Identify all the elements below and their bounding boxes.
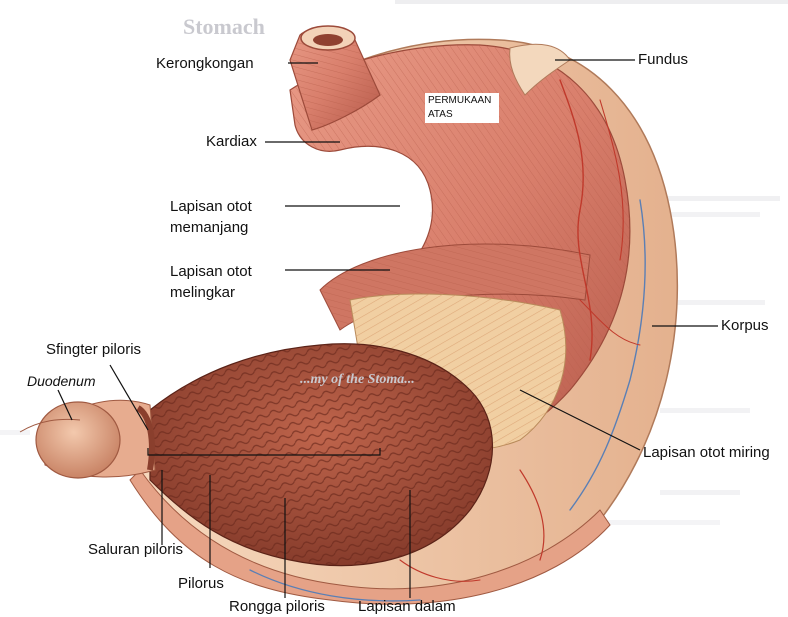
background-section-heading: ...my of the Stoma...: [300, 372, 415, 388]
label-kardiax: Kardiax: [206, 133, 257, 151]
label-lapisan-otot-memanjang: Lapisan otot memanjang: [170, 196, 252, 238]
label-permukaan-atas-line1: PERMUKAAN: [428, 94, 496, 108]
label-lapisan-otot-miring: Lapisan otot miring: [643, 444, 770, 462]
label-lapisan-otot-melingkar: Lapisan otot melingkar: [170, 261, 252, 303]
label-fundus: Fundus: [638, 51, 688, 69]
label-permukaan-atas-line2: ATAS: [428, 108, 496, 122]
label-permukaan-atas: PERMUKAAN ATAS: [425, 93, 499, 123]
label-lapisan-dalam: Lapisan dalam: [358, 598, 456, 616]
label-lapisan-otot-memanjang-line2: memanjang: [170, 217, 252, 238]
label-duodenum: Duodenum: [27, 372, 96, 390]
label-pilorus: Pilorus: [178, 575, 224, 593]
label-kerongkongan: Kerongkongan: [156, 55, 254, 73]
label-lapisan-otot-melingkar-line2: melingkar: [170, 282, 252, 303]
label-lapisan-otot-memanjang-line1: Lapisan otot: [170, 196, 252, 217]
label-korpus: Korpus: [721, 317, 769, 335]
background-heading: Stomach: [183, 14, 265, 40]
label-lapisan-otot-melingkar-line1: Lapisan otot: [170, 261, 252, 282]
label-sfingter-piloris: Sfingter piloris: [46, 341, 141, 359]
label-rongga-piloris: Rongga piloris: [229, 598, 325, 616]
duodenum-body: [36, 402, 120, 478]
label-saluran-piloris: Saluran piloris: [88, 541, 183, 559]
